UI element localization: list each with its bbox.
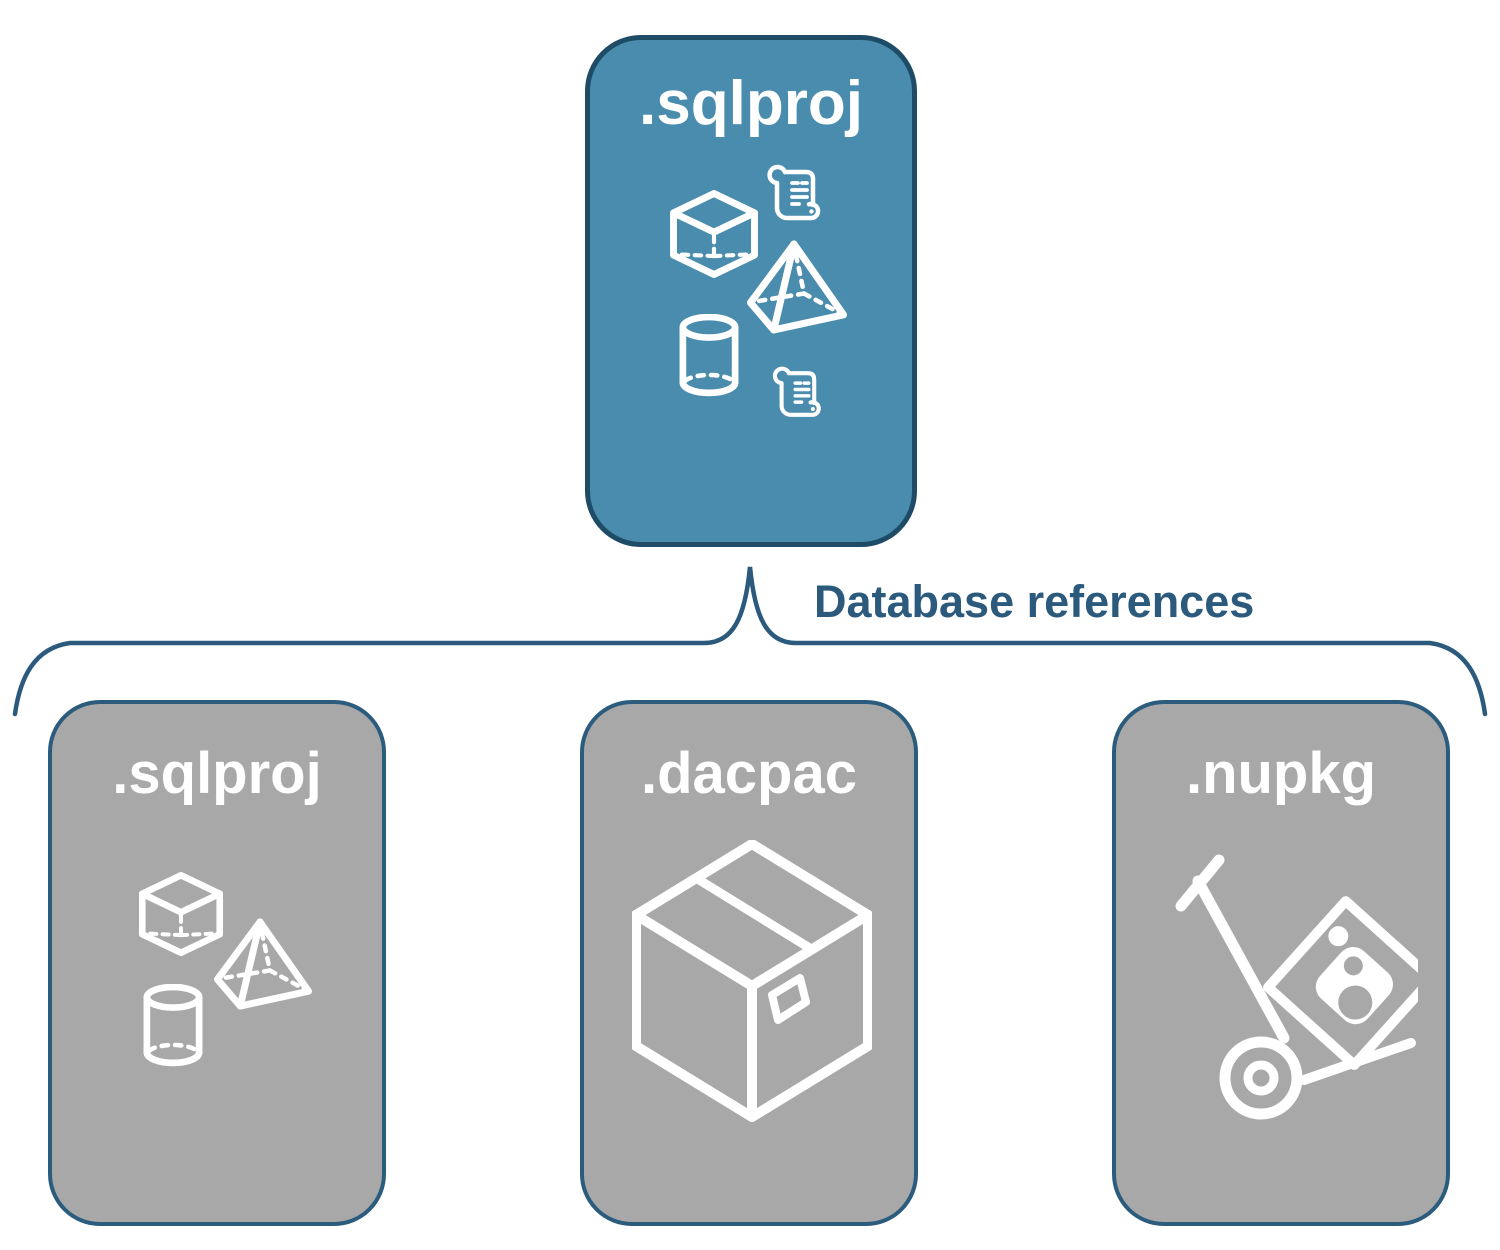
nupkg-reference-card: .nupkg	[1112, 700, 1450, 1226]
pyramid-icon	[214, 918, 312, 1010]
sqlproj-reference-card: .sqlproj	[48, 700, 386, 1226]
sqlproj-source-card: .sqlproj	[585, 35, 917, 547]
package-box-icon	[632, 840, 872, 1122]
sql-script-scroll-icon	[767, 164, 821, 221]
dacpac-reference-card: .dacpac	[580, 700, 918, 1226]
sqlproj-source-card-label: .sqlproj	[639, 69, 863, 138]
cylinder-icon	[679, 314, 739, 397]
sql-script-scroll-icon	[772, 366, 821, 417]
pyramid-icon	[746, 240, 848, 334]
dacpac-reference-card-label: .dacpac	[641, 741, 857, 806]
cube-icon	[670, 190, 758, 278]
connector-label: Database references	[814, 576, 1255, 627]
cube-icon	[138, 871, 224, 957]
nupkg-reference-card-label: .nupkg	[1185, 741, 1377, 806]
nuget-hand-truck-icon	[1175, 854, 1418, 1120]
cylinder-icon	[143, 984, 203, 1067]
sqlproj-reference-card-label: .sqlproj	[112, 741, 322, 806]
